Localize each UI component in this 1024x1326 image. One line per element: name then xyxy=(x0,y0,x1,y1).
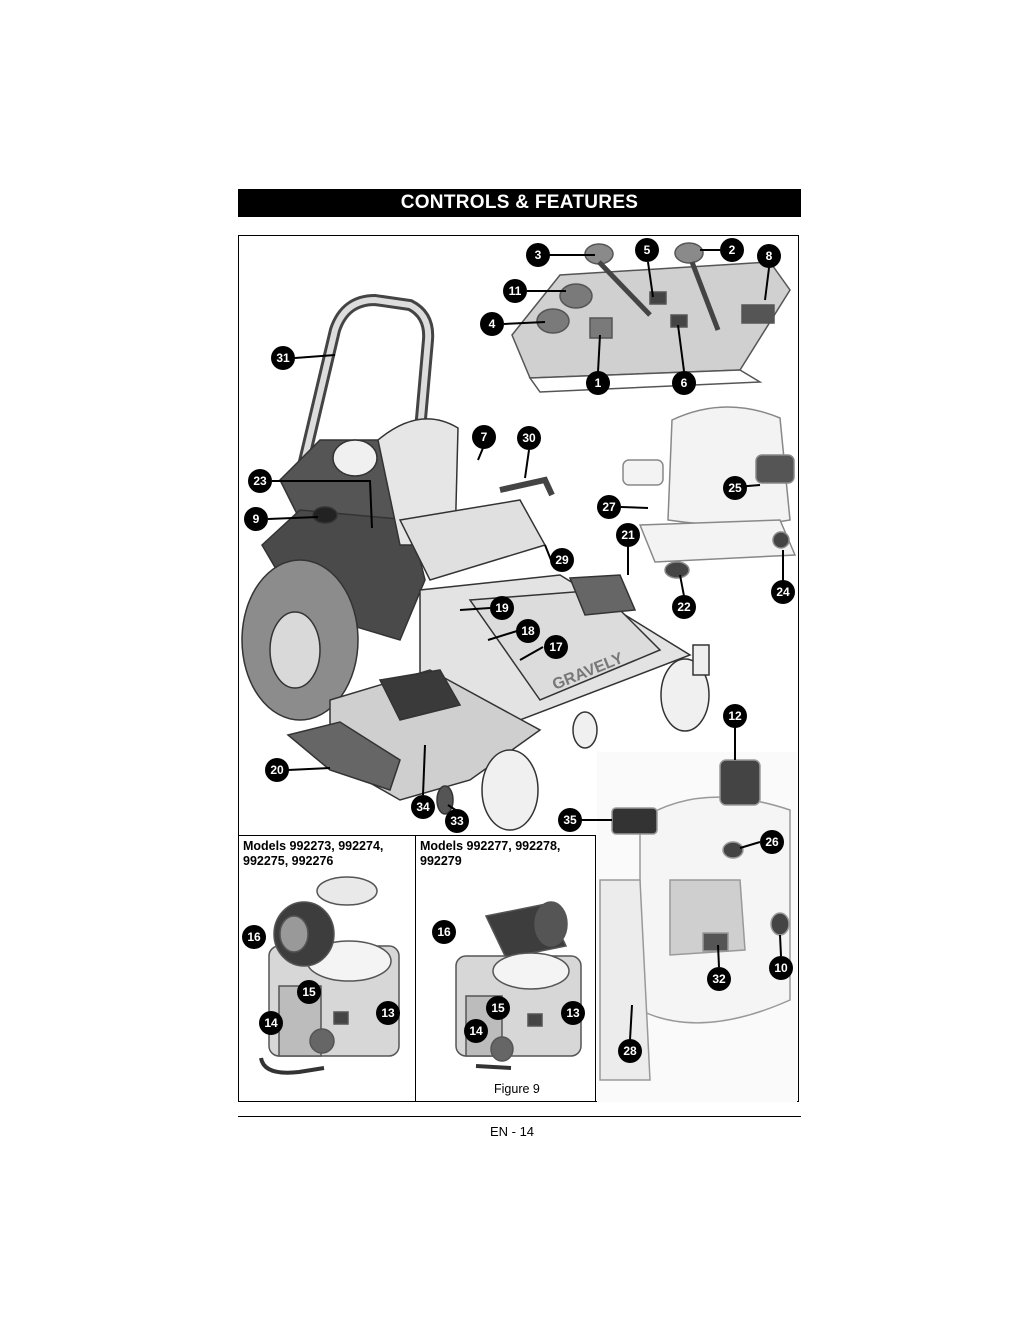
callout-9: 9 xyxy=(244,507,268,531)
svg-text:16: 16 xyxy=(247,930,261,944)
callout-35: 35 xyxy=(558,808,582,832)
svg-text:13: 13 xyxy=(566,1006,580,1020)
callout-20: 20 xyxy=(265,758,289,782)
callout-15b: 15 xyxy=(486,996,510,1020)
callout-22: 22 xyxy=(672,595,696,619)
callout-25: 25 xyxy=(723,476,747,500)
svg-text:25: 25 xyxy=(728,481,742,495)
svg-text:8: 8 xyxy=(766,249,773,263)
callout-21: 21 xyxy=(616,523,640,547)
callout-23: 23 xyxy=(248,469,272,493)
svg-text:11: 11 xyxy=(509,284,522,298)
callout-28: 28 xyxy=(618,1039,642,1063)
svg-text:9: 9 xyxy=(253,512,260,526)
callout-10: 10 xyxy=(769,956,793,980)
svg-text:31: 31 xyxy=(276,351,290,365)
svg-text:16: 16 xyxy=(437,925,451,939)
callout-26: 26 xyxy=(760,830,784,854)
svg-text:28: 28 xyxy=(623,1044,637,1058)
svg-text:32: 32 xyxy=(712,972,726,986)
callout-27: 27 xyxy=(597,495,621,519)
callout-14b: 14 xyxy=(464,1019,488,1043)
svg-text:14: 14 xyxy=(469,1024,483,1038)
callout-5: 5 xyxy=(635,238,659,262)
callout-29: 29 xyxy=(550,548,574,572)
seat-drawing xyxy=(622,406,797,579)
engine-compartment-drawing xyxy=(597,752,797,1102)
callout-15a: 15 xyxy=(297,980,321,1004)
svg-text:29: 29 xyxy=(555,553,569,567)
section-title: CONTROLS & FEATURES xyxy=(400,192,639,213)
callout-2: 2 xyxy=(720,238,744,262)
callout-33: 33 xyxy=(445,809,469,833)
callout-16b: 16 xyxy=(432,920,456,944)
svg-text:12: 12 xyxy=(728,709,742,723)
svg-text:7: 7 xyxy=(481,430,488,444)
callout-30: 30 xyxy=(517,426,541,450)
svg-text:15: 15 xyxy=(302,985,316,999)
svg-text:30: 30 xyxy=(522,431,536,445)
figure-caption: Figure 9 xyxy=(494,1082,540,1096)
svg-text:4: 4 xyxy=(489,317,496,331)
callout-14a: 14 xyxy=(259,1011,283,1035)
svg-text:22: 22 xyxy=(677,600,691,614)
callout-32: 32 xyxy=(707,967,731,991)
page-number: EN - 14 xyxy=(489,1124,535,1139)
callout-7: 7 xyxy=(472,425,496,449)
svg-text:10: 10 xyxy=(774,961,788,975)
svg-text:2: 2 xyxy=(729,243,736,257)
section-header: CONTROLS & FEATURES xyxy=(238,189,801,217)
svg-text:24: 24 xyxy=(776,585,790,599)
svg-text:14: 14 xyxy=(264,1016,278,1030)
callout-8: 8 xyxy=(757,244,781,268)
callout-18: 18 xyxy=(516,619,540,643)
svg-text:3: 3 xyxy=(535,248,542,262)
svg-text:17: 17 xyxy=(549,640,563,654)
callout-1: 1 xyxy=(586,371,610,395)
callout-17: 17 xyxy=(544,635,568,659)
svg-text:26: 26 xyxy=(765,835,779,849)
callout-12: 12 xyxy=(723,704,747,728)
callout-13b: 13 xyxy=(561,1001,585,1025)
models-b-label: Models 992277, 992278, 992279 xyxy=(420,839,561,868)
svg-text:1: 1 xyxy=(595,376,602,390)
svg-text:35: 35 xyxy=(563,813,577,827)
svg-text:23: 23 xyxy=(253,474,267,488)
callout-16a: 16 xyxy=(242,925,266,949)
models-a-label: Models 992273, 992274, 992275, 992276 xyxy=(243,839,384,868)
callout-3: 3 xyxy=(526,243,550,267)
svg-text:20: 20 xyxy=(270,763,284,777)
svg-text:27: 27 xyxy=(602,500,616,514)
svg-text:5: 5 xyxy=(644,243,651,257)
callout-13a: 13 xyxy=(376,1001,400,1025)
svg-text:33: 33 xyxy=(450,814,464,828)
svg-text:13: 13 xyxy=(381,1006,395,1020)
footer-rule xyxy=(238,1116,801,1117)
svg-text:15: 15 xyxy=(491,1001,505,1015)
svg-text:19: 19 xyxy=(495,601,509,615)
callout-34: 34 xyxy=(411,795,435,819)
callout-11: 11 xyxy=(503,279,527,303)
svg-text:6: 6 xyxy=(681,376,688,390)
leader-lines xyxy=(267,249,784,1041)
callout-31: 31 xyxy=(271,346,295,370)
callout-19: 19 xyxy=(490,596,514,620)
svg-text:34: 34 xyxy=(416,800,430,814)
engine-panel-a: Models 992273, 992274, 992275, 992276 xyxy=(238,835,417,1102)
callout-6: 6 xyxy=(672,371,696,395)
engine-a-drawing xyxy=(259,876,400,1075)
callout-4: 4 xyxy=(480,312,504,336)
callout-24: 24 xyxy=(771,580,795,604)
svg-text:18: 18 xyxy=(521,624,535,638)
svg-text:21: 21 xyxy=(621,528,635,542)
